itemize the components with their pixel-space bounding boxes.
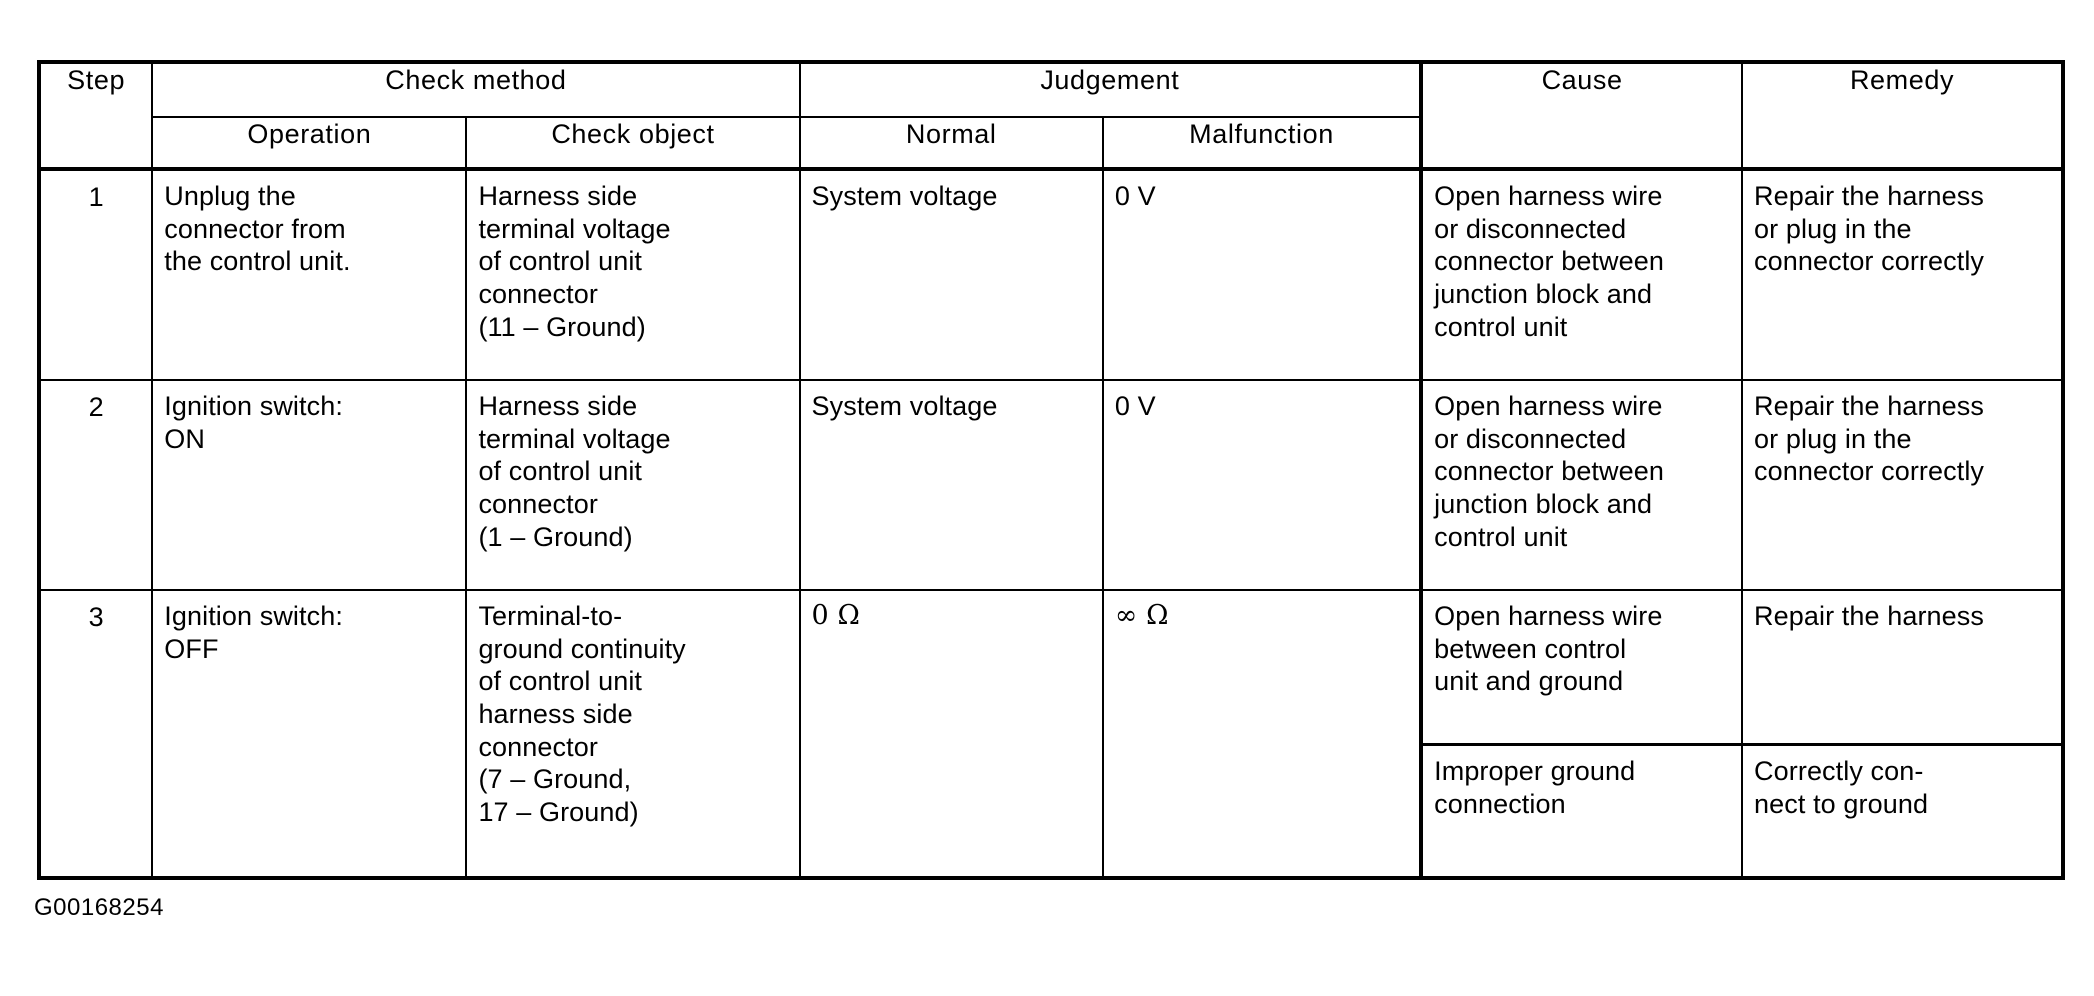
cell-normal: System voltage — [798, 379, 1104, 591]
header-step-label: Step — [67, 65, 126, 95]
cell-cause: Open harness wire between control unit a… — [1419, 588, 1744, 746]
header-judgement: Judgement — [798, 61, 1423, 118]
cause-text: Open harness wire or disconnected connec… — [1434, 391, 1664, 552]
check-object-text: Terminal-to- ground continuity of contro… — [478, 600, 686, 827]
remedy-text: Repair the harness or plug in the connec… — [1754, 391, 1985, 487]
table-row: 3 Ignition switch: OFF Terminal-to- grou… — [37, 588, 2064, 880]
cell-cause: Improper ground connection — [1419, 743, 1744, 879]
header-check-object: Check object — [465, 116, 801, 170]
check-object-text: Harness side terminal voltage of control… — [478, 391, 671, 552]
operation-text: Ignition switch: OFF — [164, 600, 343, 664]
header-remedy-label: Remedy — [1849, 65, 1955, 95]
cell-check-object: Harness side terminal voltage of control… — [465, 166, 801, 382]
header-row-top: Step Check method Judgement Cause Remedy — [37, 61, 2064, 170]
header-cause: Cause — [1419, 61, 1744, 170]
cause-text: Open harness wire or disconnected connec… — [1434, 181, 1664, 342]
cell-remedy: Repair the harness — [1741, 588, 2064, 746]
malfunction-text: 0 V — [1114, 181, 1156, 211]
diagnostic-table: Step Check method Judgement Cause Remedy — [37, 60, 2065, 880]
cell-operation: Ignition switch: OFF — [151, 588, 468, 880]
operation-text: Unplug the connector from the control un… — [164, 181, 351, 277]
normal-text: System voltage — [811, 181, 998, 211]
cell-cause: Open harness wire or disconnected connec… — [1419, 379, 1744, 591]
cell-check-object: Terminal-to- ground continuity of contro… — [465, 588, 801, 880]
cell-remedy: Correctly con- nect to ground — [1741, 743, 2064, 879]
header-malfunction: Malfunction — [1101, 116, 1423, 170]
cause-text: Open harness wire between control unit a… — [1434, 600, 1663, 697]
malfunction-text: 0 V — [1114, 391, 1156, 422]
cell-normal: 0 Ω — [798, 588, 1104, 880]
step-number: 1 — [88, 182, 104, 212]
header-check-object-label: Check object — [551, 119, 715, 149]
table-row: 1 Unplug the connector from the control … — [37, 166, 2064, 382]
table-header: Step Check method Judgement Cause Remedy — [37, 61, 2064, 170]
cell-malfunction: 0 V — [1101, 166, 1423, 382]
header-judgement-label: Judgement — [1040, 65, 1180, 95]
header-normal-label: Normal — [905, 119, 997, 149]
cell-check-object: Harness side terminal voltage of control… — [465, 379, 801, 591]
header-row-bottom: Operation Check object Normal Malfunctio… — [39, 116, 2063, 170]
table-row: Improper ground connection Correctly con… — [39, 743, 2064, 879]
cell-remedy: Repair the harness or plug in the connec… — [1741, 379, 2064, 591]
cell-malfunction: ∞ Ω — [1101, 588, 1423, 880]
figure-caption: G00168254 — [34, 894, 164, 921]
normal-text: 0 Ω — [811, 599, 860, 631]
cell-malfunction: 0 V — [1101, 379, 1423, 591]
remedy-text: Repair the harness or plug in the connec… — [1754, 181, 1985, 277]
cell-operation: Unplug the connector from the control un… — [151, 166, 468, 382]
operation-text: Ignition switch: ON — [164, 391, 343, 454]
remedy-text: Repair the harness — [1754, 600, 1984, 631]
cell-operation: Ignition switch: ON — [151, 379, 468, 591]
cell-normal: System voltage — [798, 166, 1104, 382]
cause-text: Improper ground connection — [1434, 756, 1636, 819]
header-check-method: Check method — [151, 61, 801, 118]
header-operation: Operation — [151, 116, 468, 170]
cell-step: 3 — [37, 588, 154, 880]
header-malfunction-label: Malfunction — [1189, 119, 1334, 149]
table-row: 2 Ignition switch: ON Harness side termi… — [37, 379, 2064, 591]
diagnostic-table-wrapper: Step Check method Judgement Cause Remedy — [37, 60, 2065, 880]
cell-cause: Open harness wire or disconnected connec… — [1419, 166, 1744, 382]
normal-text: System voltage — [811, 391, 998, 422]
step-number: 2 — [88, 392, 104, 423]
header-operation-label: Operation — [247, 119, 372, 149]
remedy-text: Correctly con- nect to ground — [1754, 756, 1929, 819]
header-remedy: Remedy — [1741, 61, 2064, 170]
table-body: 1 Unplug the connector from the control … — [37, 166, 2064, 880]
header-check-method-label: Check method — [385, 65, 567, 95]
cell-step: 2 — [37, 379, 154, 591]
header-normal: Normal — [798, 116, 1104, 170]
cell-step: 1 — [37, 166, 154, 382]
cell-remedy: Repair the harness or plug in the connec… — [1741, 166, 2064, 382]
header-step: Step — [37, 61, 154, 170]
step-number: 3 — [88, 601, 104, 632]
check-object-text: Harness side terminal voltage of control… — [478, 181, 671, 342]
header-cause-label: Cause — [1541, 65, 1623, 95]
malfunction-text: ∞ Ω — [1114, 599, 1169, 631]
